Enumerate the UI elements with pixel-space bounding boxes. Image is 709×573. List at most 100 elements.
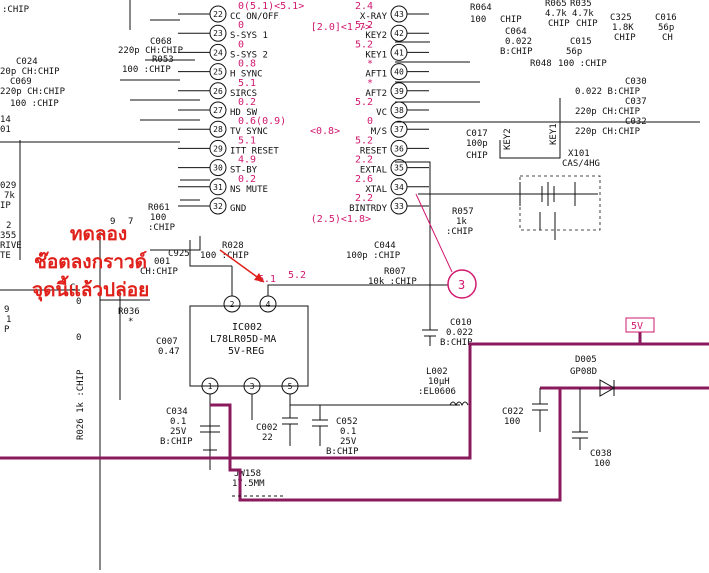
label-c069: C069 xyxy=(10,77,32,87)
right-pin-number-41: 41 xyxy=(394,48,404,57)
label-c016: C016 xyxy=(655,13,677,23)
left-pin-label-25: H SYNC xyxy=(230,70,263,80)
annotation-line-3: จุดนี้แล้วปล่อย xyxy=(32,275,149,302)
left-pin-voltage-27: 0.2 xyxy=(238,97,256,108)
left-pin-voltage-23: 0 xyxy=(238,20,244,31)
right-pin-label-38: VC xyxy=(376,108,387,118)
left-pin-number-27: 27 xyxy=(213,106,223,115)
right-pin-voltage2-43: [2.0]<1.7> xyxy=(311,22,371,33)
left-pin-label-30: ST-BY xyxy=(230,166,258,176)
label-misc-5: 001 xyxy=(154,257,170,267)
right-pin-number-39: 39 xyxy=(394,87,404,96)
left-pin-number-26: 26 xyxy=(213,87,223,96)
label-c064-val: 0.022 xyxy=(505,37,532,47)
label-misc-0: C xyxy=(70,283,75,293)
right-pin-voltage-35: 2.2 xyxy=(355,155,373,166)
label-r048: R048 xyxy=(530,59,552,69)
right-pin-label-34: XTAL xyxy=(365,185,387,195)
label-misc-1: 0 xyxy=(76,297,81,307)
label-c038: C038 xyxy=(590,449,612,459)
label-r057: R057 xyxy=(452,207,474,217)
left-pin-number-23: 23 xyxy=(213,29,223,38)
left-pin-label-29: ITT RESET xyxy=(230,146,279,156)
left-pin-30 xyxy=(209,159,227,177)
label-r007: R007 xyxy=(384,267,406,277)
right-pin-number-37: 37 xyxy=(394,125,404,134)
label-edge-10: 1 xyxy=(6,315,11,325)
label-r057-val: 1k xyxy=(456,217,467,227)
left-pin-label-28: TV SYNC xyxy=(230,127,268,137)
ic002-type: 5V-REG xyxy=(228,346,264,357)
label-c022-val: 100 xyxy=(504,417,520,427)
right-pin-voltage-42: 5.2 xyxy=(355,20,373,31)
left-pin-number-25: 25 xyxy=(213,68,223,77)
label-l002-type: :EL0606 xyxy=(418,387,456,397)
left-pin-32 xyxy=(209,197,227,215)
left-pin-voltage-25: 0.8 xyxy=(238,59,256,70)
right-pin-number-42: 42 xyxy=(394,29,404,38)
right-pin-43 xyxy=(390,5,408,23)
right-pin-number-34: 34 xyxy=(394,183,404,192)
right-pin-voltage-36: 5.2 xyxy=(355,135,373,146)
label-edge-11: P xyxy=(4,325,10,335)
label-r007-val: 10k :CHIP xyxy=(368,277,417,287)
top-left-components: :CHIP C068 220p CH:CHIP R053 100 :CHIP C… xyxy=(0,5,184,109)
label-c044-val: 100p :CHIP xyxy=(346,251,401,261)
label-edge-1: 01 xyxy=(0,125,11,135)
label-r061-val: 100 xyxy=(150,213,166,223)
left-pin-label-27: HD SW xyxy=(230,108,258,118)
right-pin-voltage-37: 0 xyxy=(367,116,373,127)
label-c032-val: 220p CH:CHIP xyxy=(575,127,641,137)
label-r057-chip: :CHIP xyxy=(446,227,474,237)
label-r061-chip: :CHIP xyxy=(148,223,176,233)
ic002-pin-4-label: 4 xyxy=(266,300,271,309)
right-pin-number-35: 35 xyxy=(394,164,404,173)
left-pin-label-32: GND xyxy=(230,204,246,214)
label-c052-volt: 25V xyxy=(340,437,357,447)
left-pin-28 xyxy=(209,120,227,138)
label-c925: C925 xyxy=(168,249,190,259)
label-d005-val: GP08D xyxy=(570,367,597,377)
label-c325: C325 xyxy=(610,13,632,23)
right-pin-label-41: KEY1 xyxy=(365,50,387,60)
label-c017-chip: CHIP xyxy=(466,151,488,161)
label-r048-val: 100 :CHIP xyxy=(558,59,607,69)
label-c034-type: B:CHIP xyxy=(160,437,193,447)
left-pin-27 xyxy=(209,101,227,119)
left-pin-voltage-24: 0 xyxy=(238,39,244,50)
label-r035-chip: CHIP xyxy=(576,19,598,29)
label-r036-val: * xyxy=(128,317,133,327)
left-edge-labels: 14 01 029 7k IP 2 355 RIVE TE 9 1 P xyxy=(0,115,22,335)
label-c034-volt: 25V xyxy=(170,427,187,437)
label-c925-val: CH:CHIP xyxy=(140,267,179,277)
right-pin-voltage-41: 5.2 xyxy=(355,39,373,50)
marker-number: 3 xyxy=(458,278,465,292)
left-pin-label-26: SIRCS xyxy=(230,89,257,99)
right-pin-label-35: EXTAL xyxy=(360,166,387,176)
label-c010-chip: B:CHIP xyxy=(440,338,473,348)
label-edge-9: 9 xyxy=(4,305,9,315)
label-r065-val: 4.7k xyxy=(545,9,567,19)
label-c030-val: 0.022 B:CHIP xyxy=(575,87,641,97)
left-pin-voltage-22: 0(5.1)<5.1> xyxy=(238,1,304,12)
label-c034: C034 xyxy=(166,407,188,417)
left-pin-label-23: S-SYS 1 xyxy=(230,31,268,41)
ic002-pin-1-label: 1 xyxy=(208,382,213,391)
left-pin-29 xyxy=(209,139,227,157)
label-c010: C010 xyxy=(450,318,472,328)
rail-5v-box xyxy=(625,317,655,333)
right-pin-label-42: KEY2 xyxy=(365,31,387,41)
right-pin-number-38: 38 xyxy=(394,106,404,115)
label-r064-val: 100 xyxy=(470,15,486,25)
right-pin-voltage-34: 2.6 xyxy=(355,174,373,185)
annotation-line-2: ช๊อตลงกราวด์ xyxy=(34,251,147,273)
right-pin-voltage-43: 2.4 xyxy=(355,1,373,12)
rail-5v-label: 5V xyxy=(631,321,643,332)
label-edge-2: 029 xyxy=(0,181,16,191)
annotation: ทดลอง ช๊อตลงกราวด์ จุดนี้แล้วปล่อย xyxy=(32,223,265,302)
label-c015-val: 56p xyxy=(566,47,582,57)
left-pin-number-32: 32 xyxy=(213,202,223,211)
right-pin-number-43: 43 xyxy=(394,10,404,19)
label-c010-val: 0.022 xyxy=(446,328,473,338)
